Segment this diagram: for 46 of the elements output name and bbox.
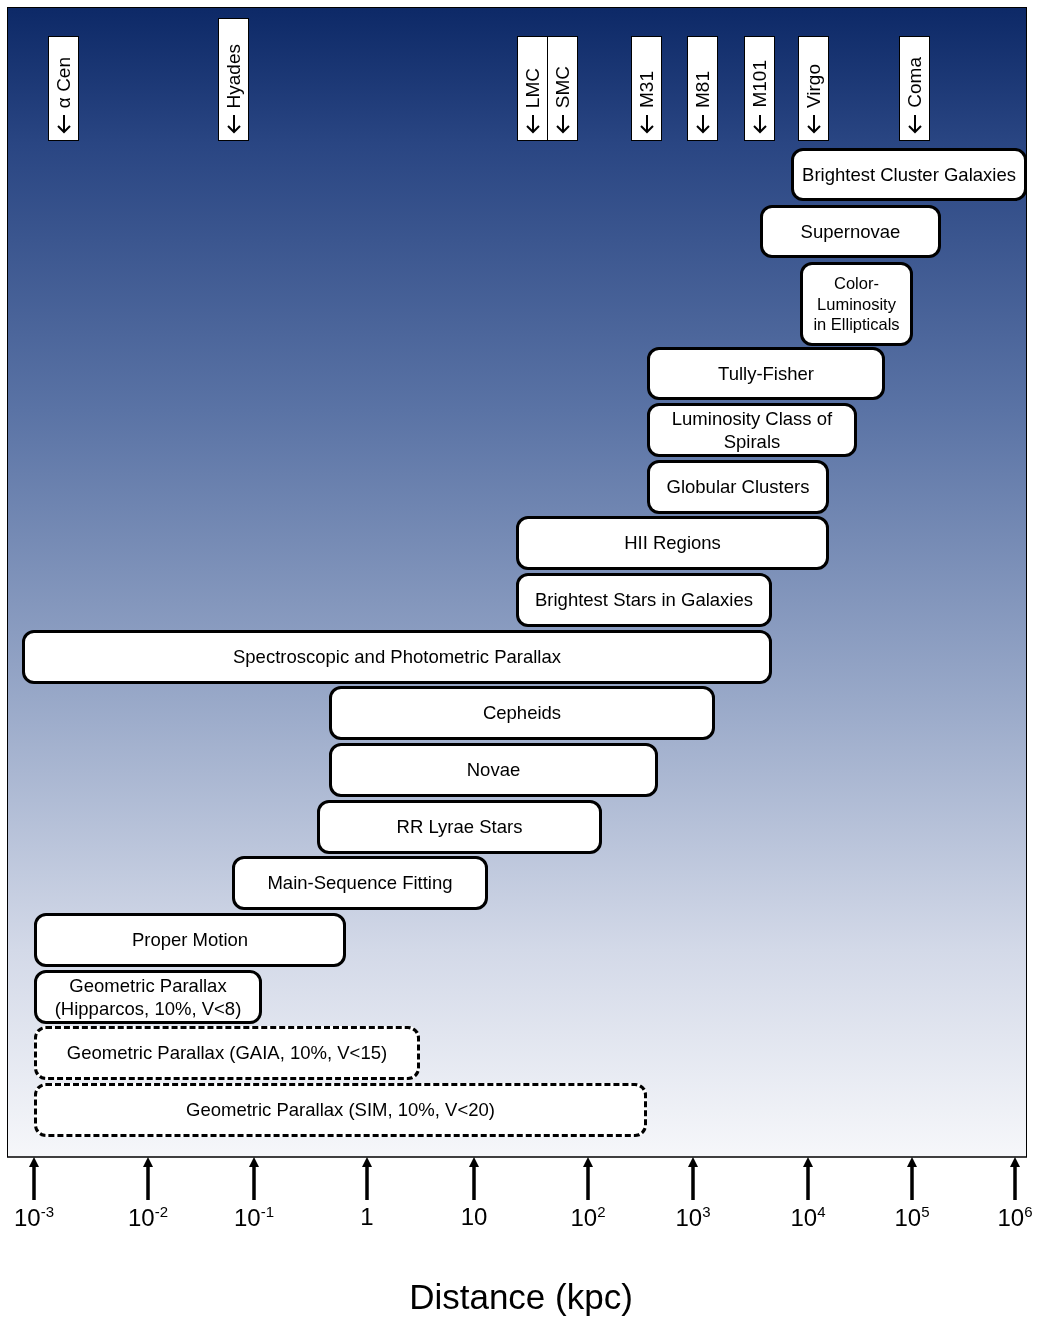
method-box: Novae — [329, 743, 658, 797]
method-box: Brightest Stars in Galaxies — [516, 573, 772, 627]
method-box: Supernovae — [760, 205, 941, 258]
method-box: Main-Sequence Fitting — [232, 856, 488, 910]
object-tag — [899, 36, 930, 141]
method-box: Geometric Parallax (SIM, 10%, V<20) — [34, 1083, 647, 1137]
object-name: Coma — [905, 57, 924, 108]
object-tag — [631, 36, 662, 141]
method-box: Cepheids — [329, 686, 715, 740]
object-tag — [48, 36, 79, 141]
method-box: RR Lyrae Stars — [317, 800, 602, 854]
axis-title: Distance (kpc) — [408, 1277, 634, 1317]
method-box: Proper Motion — [34, 913, 346, 967]
method-box: Spectroscopic and Photometric Parallax — [22, 630, 772, 684]
tick-label: 10$^{-3}$ — [14, 1203, 54, 1232]
object-name: α Cen — [54, 56, 73, 108]
object-tag — [687, 36, 718, 141]
object-name: M101 — [750, 60, 769, 108]
method-box: Globular Clusters — [647, 460, 829, 514]
method-box: Geometric Parallax (Hipparcos, 10%, V<8) — [34, 970, 262, 1024]
method-box: Tully-Fisher — [647, 347, 885, 400]
method-box: HII Regions — [516, 516, 829, 570]
tick-label: 10$^{-2}$ — [128, 1203, 168, 1232]
tick-label: 10$^{6}$ — [997, 1203, 1033, 1232]
tick-label: 10$^{5}$ — [894, 1203, 930, 1232]
object-tag — [218, 18, 249, 141]
method-box: Brightest Cluster Galaxies — [791, 148, 1027, 201]
tick-label: 1 — [360, 1203, 374, 1231]
object-tag — [744, 36, 775, 141]
object-name: Virgo — [804, 64, 823, 108]
object-tag — [517, 36, 548, 141]
method-box: Color-Luminosity in Ellipticals — [800, 262, 913, 346]
tick-label: 10$^{4}$ — [790, 1203, 826, 1232]
tick-label: 10$^{-1}$ — [234, 1203, 274, 1232]
tick-label: 10$^{2}$ — [570, 1203, 606, 1232]
object-tag — [798, 36, 829, 141]
object-name: LMC — [523, 67, 542, 108]
object-name: M31 — [637, 71, 656, 108]
method-box: Luminosity Class of Spirals — [647, 403, 857, 457]
method-box: Geometric Parallax (GAIA, 10%, V<15) — [34, 1026, 420, 1080]
tick-label: 10 — [460, 1203, 488, 1231]
object-name: Hyades — [224, 43, 243, 108]
tick-label: 10$^{3}$ — [675, 1203, 711, 1232]
object-name: SMC — [553, 65, 572, 108]
object-name: M81 — [693, 71, 712, 108]
object-tag — [547, 36, 578, 141]
